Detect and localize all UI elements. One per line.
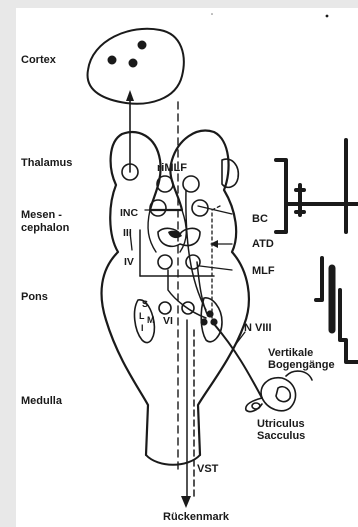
right-margin-brackets <box>276 140 358 362</box>
bc-label: BC <box>252 213 268 225</box>
level-label-cortex: Cortex <box>21 54 56 66</box>
trochlear-nucleus-left <box>158 255 172 269</box>
nucleus-m-label: M <box>147 314 155 326</box>
speck <box>211 13 213 15</box>
vestibular-dot <box>201 319 206 324</box>
nerve-vi-label: VI <box>163 315 173 327</box>
atd-label: ATD <box>252 238 274 250</box>
speck <box>326 15 329 18</box>
arrow-head-up <box>126 90 134 101</box>
n-viii-nerve <box>214 324 262 398</box>
atd-arrow <box>210 240 218 248</box>
sacculus-label: Sacculus <box>257 430 305 442</box>
nucleus-i-label: I <box>141 322 144 334</box>
mlf-leader <box>200 266 232 270</box>
rueckenmark-label: Rückenmark <box>163 511 229 523</box>
bc-leader <box>198 206 232 214</box>
level-label-pons: Pons <box>21 291 48 303</box>
cortex-dot <box>139 42 146 49</box>
level-label-medulla: Medulla <box>21 395 62 407</box>
thalamus-right-nucleus <box>222 159 238 187</box>
inc-label: INC <box>120 207 138 219</box>
vst-label: VST <box>197 463 218 475</box>
bc-pathway <box>186 190 206 310</box>
brainstem-outline <box>102 131 249 455</box>
utriculus-label: Utriculus <box>257 418 305 430</box>
inc-nucleus-left <box>150 200 166 216</box>
nucleus-s-label: S <box>142 298 148 310</box>
n-viii-label: N VIII <box>244 322 272 334</box>
oculomotor-nucleus-fill <box>168 231 182 238</box>
cortex-dot <box>130 60 137 67</box>
level-label-thalamus: Thalamus <box>21 157 72 169</box>
mlf-label: MLF <box>252 265 275 277</box>
abducens-nucleus-left <box>159 302 171 314</box>
nerve-iii-label: III <box>123 227 132 239</box>
nerve-iv-label: IV <box>124 256 134 268</box>
nucleus-l-label: L <box>139 310 145 322</box>
vertikale-label-1: Vertikale <box>268 347 313 359</box>
labyrinth-drawing <box>246 371 312 412</box>
level-label-mesencephalon-1: Mesen - <box>21 209 62 221</box>
level-label-mesencephalon-2: cephalon <box>21 222 69 234</box>
brainstem-inner-left <box>148 210 156 252</box>
rimlf-label: riMLF <box>157 162 187 174</box>
rueckenmark-arrow <box>181 496 191 508</box>
medulla-bottom <box>146 455 200 465</box>
cortex-dot <box>109 57 116 64</box>
crossing-pathway <box>168 270 206 318</box>
vertikale-label-2: Bogengänge <box>268 359 335 371</box>
